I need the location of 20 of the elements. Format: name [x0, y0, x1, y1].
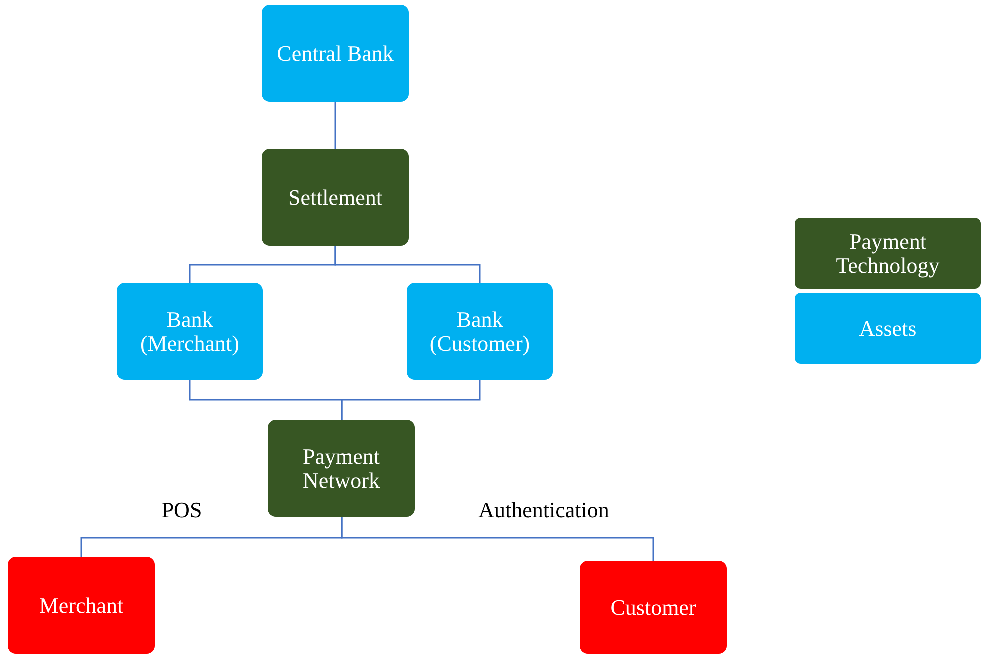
bank-box — [407, 283, 553, 380]
node-label: Central Bank — [277, 42, 394, 66]
node-label: Payment Network — [302, 444, 381, 492]
node-label: Bank (Customer) — [428, 308, 532, 356]
process-box — [262, 149, 409, 246]
party-box — [8, 557, 155, 654]
process-box — [268, 420, 415, 517]
connector-line — [334, 102, 336, 149]
connector-line — [341, 380, 481, 420]
node-label: Customer — [610, 596, 696, 620]
connector-line — [334, 246, 481, 283]
party-box — [580, 561, 727, 654]
legend-label: Assets — [859, 316, 917, 340]
legend-label: Payment Technology — [835, 230, 941, 278]
connector-line — [341, 517, 654, 561]
node-label: Merchant — [39, 594, 124, 618]
bank-box — [262, 5, 409, 102]
node-label: Bank (Merchant) — [140, 308, 240, 356]
node-label: Settlement — [288, 186, 383, 210]
bank-box — [117, 283, 263, 380]
